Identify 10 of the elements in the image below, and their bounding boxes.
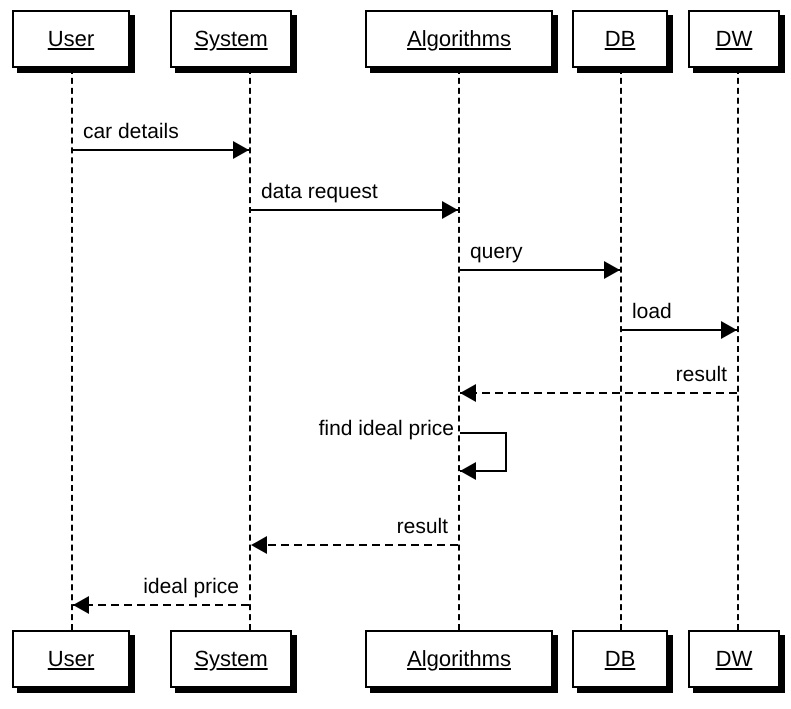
message-arrow: [251, 536, 458, 554]
message-label: data request: [259, 180, 380, 204]
message-label: find ideal price: [316, 417, 456, 441]
message-arrow: [460, 432, 507, 480]
message-arrow: [460, 384, 737, 402]
message-arrow: [73, 141, 249, 159]
message-arrow: [622, 321, 737, 339]
message-arrow: [73, 596, 249, 614]
message-arrow: [251, 201, 458, 219]
message-arrow: [460, 261, 620, 279]
